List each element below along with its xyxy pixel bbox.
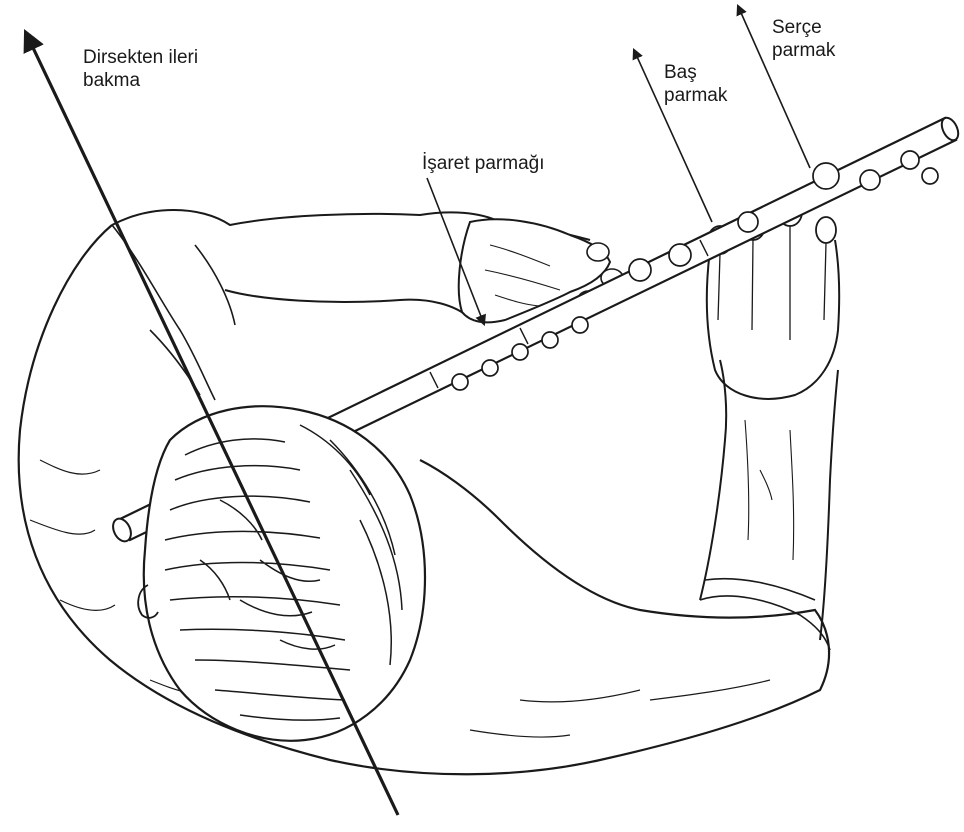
left-finger-1 bbox=[587, 243, 609, 261]
pinky-label-line2: parmak bbox=[772, 39, 835, 62]
right-arm-shading bbox=[745, 420, 794, 560]
right-arm-outline bbox=[700, 360, 838, 640]
thumb-label: Baş parmak bbox=[664, 61, 727, 107]
right-finger-3 bbox=[816, 217, 836, 243]
right-hand bbox=[707, 240, 840, 399]
pinky-label: Serçe parmak bbox=[772, 16, 835, 62]
thumb-label-line2: parmak bbox=[664, 84, 727, 107]
elbow-label-line2: bakma bbox=[83, 69, 198, 92]
thumb-label-line1: Baş bbox=[664, 61, 727, 84]
right-sleeve bbox=[700, 579, 830, 650]
elbow-label-line1: Dirsekten ileri bbox=[83, 46, 198, 69]
index-finger-label-text: İşaret parmağı bbox=[422, 152, 545, 175]
left-arm-lower bbox=[225, 290, 470, 318]
elbow-label: Dirsekten ileri bakma bbox=[83, 46, 198, 92]
pinky-label-line1: Serçe bbox=[772, 16, 835, 39]
index-finger-label: İşaret parmağı bbox=[422, 152, 545, 175]
